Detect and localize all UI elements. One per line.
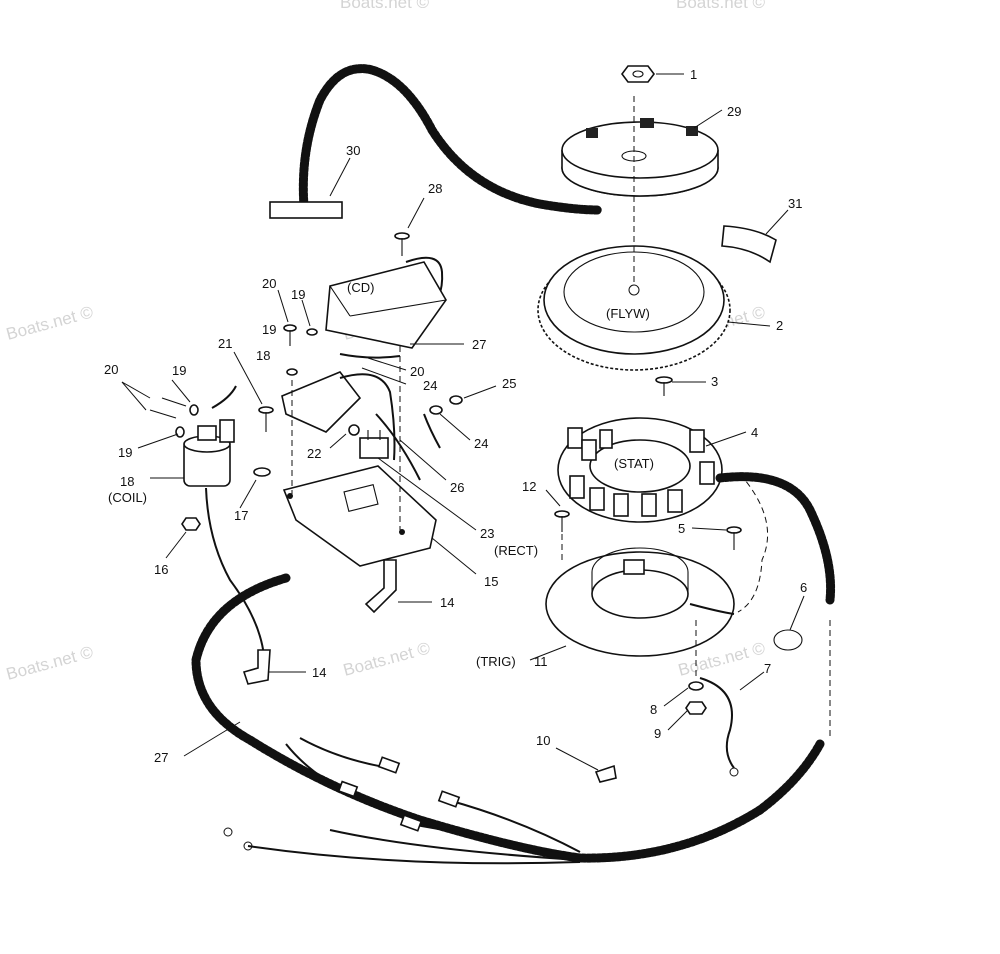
callout-19-mid: 19 [262, 322, 276, 337]
callout-12: 12 [522, 479, 536, 494]
cd-module [325, 261, 447, 349]
callout-5: 5 [678, 521, 685, 536]
washer [688, 620, 704, 691]
clip-ring [773, 629, 803, 651]
label-trigger: (TRIG) [476, 654, 516, 669]
callout-26: 26 [450, 480, 464, 495]
watermark-center-lower: Boats.net © [341, 638, 432, 680]
callout-20-left: 20 [104, 362, 118, 377]
ground-wire [699, 677, 739, 777]
callout-27-bottom: 27 [154, 750, 168, 765]
nut [685, 701, 707, 715]
callout-6: 6 [800, 580, 807, 595]
callout-3: 3 [711, 374, 718, 389]
callout-20-mid: 20 [410, 364, 424, 379]
callout-1: 1 [690, 67, 697, 82]
rectifier [359, 430, 389, 459]
callout-23: 23 [480, 526, 494, 541]
callout-14-lower: 14 [312, 665, 326, 680]
coil-screw [258, 406, 274, 432]
label-rectifier: (RECT) [494, 543, 538, 558]
callout-17: 17 [234, 508, 248, 523]
callout-9: 9 [654, 726, 661, 741]
coil-washer [253, 467, 271, 477]
callout-numbers: 1 29 31 2 3 4 30 28 27 20 19 19 20 18 21… [104, 67, 807, 765]
flywheel [537, 96, 731, 371]
callout-2: 2 [776, 318, 783, 333]
callout-8: 8 [650, 702, 657, 717]
flywheel-nut [621, 65, 655, 83]
callout-18-top: 18 [256, 348, 270, 363]
callout-21: 21 [218, 336, 232, 351]
trigger-screw [726, 526, 742, 550]
mounting-bracket [282, 465, 437, 567]
callout-19-left: 19 [172, 363, 186, 378]
callout-15: 15 [484, 574, 498, 589]
watermark-left-lower: Boats.net © [4, 642, 95, 684]
component-names: (CD) (FLYW) (STAT) (RECT) (COIL) (TRIG) [108, 280, 654, 669]
callout-7: 7 [764, 661, 771, 676]
watermark-top-center: Boats.net © [340, 0, 430, 12]
callout-20-top: 20 [262, 276, 276, 291]
cd-screw-washer [283, 324, 318, 376]
flywheel-bolt [655, 376, 673, 396]
stator [557, 417, 723, 523]
label-stator: (STAT) [614, 456, 654, 471]
callout-30: 30 [346, 143, 360, 158]
decal-strip [721, 225, 777, 264]
trigger-assembly [545, 547, 735, 657]
callout-24-mid: 24 [474, 436, 488, 451]
ignition-coil [183, 419, 265, 657]
watermark-left-upper: Boats.net © [4, 302, 95, 344]
callout-28: 28 [428, 181, 442, 196]
cd-mounting-screw [394, 232, 444, 319]
rectifier-bolt [423, 395, 463, 449]
spark-plug-boot-lower [242, 649, 271, 685]
coil-nut [181, 517, 201, 531]
label-cd: (CD) [347, 280, 374, 295]
callout-29: 29 [727, 104, 741, 119]
ground-cable [269, 64, 603, 219]
callout-4: 4 [751, 425, 758, 440]
watermark-top-right: Boats.net © [676, 0, 766, 12]
callout-22: 22 [307, 446, 321, 461]
stator-screw [554, 510, 570, 560]
callout-18-coil: 18 [120, 474, 134, 489]
callout-11: 11 [534, 654, 548, 669]
label-coil: (COIL) [108, 490, 147, 505]
callout-24-top: 24 [423, 378, 437, 393]
callout-16: 16 [154, 562, 168, 577]
callout-14-upper: 14 [440, 595, 454, 610]
callout-27-top: 27 [472, 337, 486, 352]
callout-19-top: 19 [291, 287, 305, 302]
callout-10: 10 [536, 733, 550, 748]
main-wire-harness [191, 573, 825, 865]
callout-19-coil: 19 [118, 445, 132, 460]
spark-plug-boot-upper [364, 559, 397, 614]
callout-25: 25 [502, 376, 516, 391]
starter-cup [561, 118, 719, 197]
callout-31: 31 [788, 196, 802, 211]
label-flywheel: (FLYW) [606, 306, 650, 321]
rectifier-block [281, 371, 396, 461]
wire-clip [594, 764, 617, 783]
